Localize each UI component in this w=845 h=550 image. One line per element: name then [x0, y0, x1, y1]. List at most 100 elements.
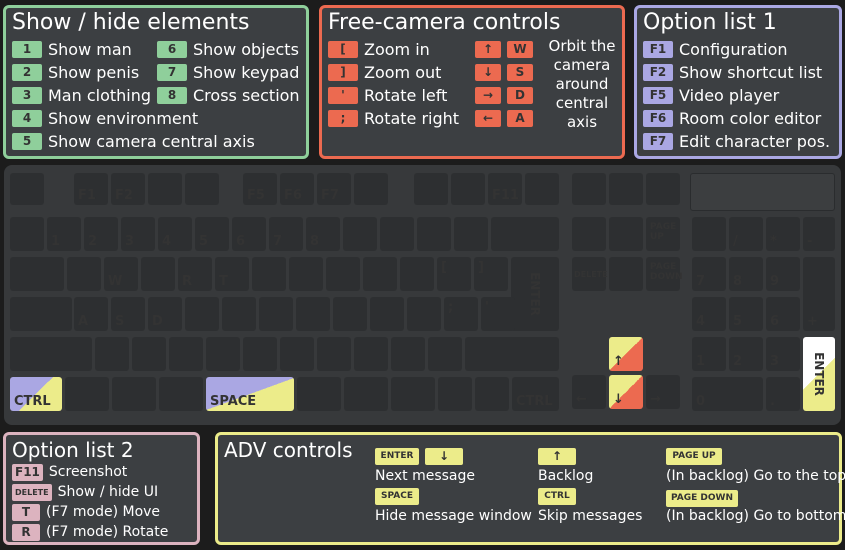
left-arrow-icon: ← — [475, 109, 501, 127]
key-s: S — [111, 297, 145, 331]
key-f5: F5 — [243, 173, 277, 205]
legend-item: ]Zoom out — [328, 62, 441, 82]
adv-label: Skip messages — [538, 506, 642, 526]
key-r: R — [178, 257, 212, 291]
key-label: 3 — [770, 354, 780, 369]
legend-item: F5 Video player — [643, 85, 779, 105]
legend-item: R(F7 mode) Rotate — [12, 522, 168, 542]
key-label: F6 — [284, 188, 302, 203]
key-label: 1 — [696, 354, 706, 369]
key-a: A — [74, 297, 108, 331]
key-x — [132, 337, 166, 371]
adv-keys: PAGE UP — [666, 446, 722, 466]
key-p — [400, 257, 434, 291]
legend-label: Hide message window — [375, 508, 532, 524]
key-badge: F5 — [643, 86, 673, 104]
legend-label: Show environment — [48, 108, 199, 128]
key-9 — [343, 217, 377, 251]
orbit-line: camera — [553, 56, 611, 74]
right-arrow-icon: → — [475, 86, 501, 104]
key-up-arrow: ↑ — [609, 337, 643, 371]
key-badge: 2 — [12, 63, 42, 81]
key-label: ENTER — [528, 272, 542, 316]
key-win — [65, 377, 109, 411]
key-space: SPACE — [206, 377, 294, 411]
legend-label: Show penis — [48, 62, 140, 82]
legend-label: Video player — [679, 85, 780, 105]
legend-label: Show / hide UI — [57, 484, 159, 500]
key-f9 — [414, 173, 448, 205]
key-badge: ] — [328, 63, 358, 81]
keyboard-diagram: F1 F2 F5 F6 F7 F11 1 2 3 4 5 6 7 8 PAGE … — [4, 165, 841, 425]
key-badge: F1 — [643, 40, 673, 58]
key-comma — [354, 337, 388, 371]
key-np-plus: + — [803, 257, 835, 331]
key-label: * — [770, 234, 777, 249]
key-f11: F11 — [488, 173, 522, 205]
key-label: 4 — [162, 234, 172, 249]
key-delete: DELETE — [572, 257, 608, 291]
key-label: 6 — [236, 234, 246, 249]
key-j — [296, 297, 330, 331]
adv-keys: PAGE DOWN — [666, 488, 738, 508]
key-badge: F11 — [12, 463, 43, 481]
key-label: CTRL — [14, 394, 51, 409]
up-arrow-icon: ↑ — [613, 354, 624, 369]
key-badge: S — [507, 63, 533, 81]
key-badge: R — [12, 523, 40, 541]
key-f7: F7 — [317, 173, 351, 205]
key-left-ctrl: CTRL — [10, 377, 62, 411]
key-f4 — [185, 173, 219, 205]
key-menu — [391, 377, 435, 411]
key-badge: 4 — [12, 109, 42, 127]
key-label: PAGE DOWN — [650, 262, 683, 282]
key-equals — [454, 217, 488, 251]
free-camera-panel: Free-camera controls [Zoom in ]Zoom out … — [319, 5, 625, 159]
legend-label: Rotate right — [364, 108, 460, 128]
key-label: 4 — [696, 314, 706, 329]
legend-label: Man clothing — [48, 85, 152, 105]
key-numlock — [692, 217, 726, 251]
key-f1: F1 — [74, 173, 108, 205]
legend-label: Screenshot — [48, 464, 128, 480]
key-np-enter: ENTER — [803, 337, 835, 411]
key-3: 3 — [121, 217, 155, 251]
key-badge: 7 — [157, 63, 187, 81]
key-label: F2 — [115, 188, 133, 203]
legend-label: Show camera central axis — [48, 131, 255, 151]
key-h — [259, 297, 293, 331]
orbit-line: axis — [566, 113, 598, 131]
orbit-keys: ↓S — [475, 62, 533, 82]
panel-title: Option list 2 — [12, 438, 134, 462]
down-arrow-icon: ↓ — [475, 63, 501, 81]
key-label: F5 — [247, 188, 265, 203]
legend-item: 'Rotate left — [328, 85, 447, 105]
key-blank3 — [475, 377, 509, 411]
key-pause — [646, 173, 680, 205]
key-label: . — [770, 394, 775, 409]
key-d: D — [148, 297, 182, 331]
right-arrow-icon: → — [650, 392, 661, 407]
legend-item: T(F7 mode) Move — [12, 502, 160, 522]
key-1: 1 — [47, 217, 81, 251]
key-label: R — [182, 274, 193, 289]
key-np-1: 1 — [692, 337, 726, 371]
key-label: SPACE — [210, 394, 257, 409]
adv-label: Hide message window — [375, 506, 532, 526]
legend-label: Cross section — [193, 85, 300, 105]
key-label: - — [807, 234, 813, 249]
key-badge: CTRL — [538, 487, 576, 505]
key-left-bracket: [ — [437, 257, 471, 291]
key-y — [252, 257, 286, 291]
panel-title: ADV controls — [224, 438, 353, 462]
key-minus — [417, 217, 451, 251]
adv-keys: ENTER↓ — [375, 446, 463, 466]
key-badge: DELETE — [12, 483, 52, 501]
key-badge: F2 — [643, 63, 673, 81]
key-label: [ — [441, 260, 447, 275]
